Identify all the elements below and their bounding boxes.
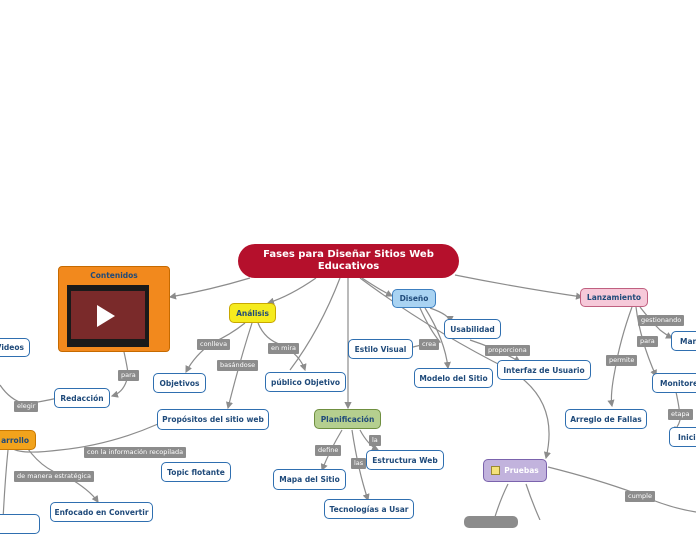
topic-mantenimiento[interactable]: Man — [671, 331, 696, 351]
play-icon — [97, 305, 115, 327]
topic-inicio[interactable]: Inici — [669, 427, 696, 447]
topic-publico-objetivo[interactable]: público Objetivo — [265, 372, 346, 392]
topic-offscreen-bottom-left[interactable] — [0, 514, 40, 534]
topic-interfaz-de-usuario[interactable]: Interfaz de Usuario — [497, 360, 591, 380]
topic-arreglo-de-fallas[interactable]: Arreglo de Fallas — [565, 409, 647, 429]
link-label-offscreen — [464, 516, 518, 528]
link-label-gestionando: gestionando — [638, 315, 684, 326]
topic-monitoreo[interactable]: Monitore — [652, 373, 696, 393]
link-label-cumple: cumple — [625, 491, 655, 502]
link-label-permite: permite — [606, 355, 637, 366]
link-label-estrategica: de manera estratégica — [14, 471, 94, 482]
topic-desarrollo[interactable]: arrollo — [0, 430, 36, 450]
link-label-para: para — [118, 370, 139, 381]
topic-pruebas[interactable]: Pruebas — [483, 459, 547, 482]
topic-enfocado-en-convertir[interactable]: Enfocado en Convertir — [50, 502, 153, 522]
topic-contenidos-title: Contenidos — [59, 271, 169, 280]
link-label-la: la — [369, 435, 381, 446]
topic-objetivos[interactable]: Objetivos — [153, 373, 206, 393]
topic-propositos[interactable]: Propósitos del sitio web — [157, 409, 269, 430]
topic-diseno[interactable]: Diseño — [392, 289, 436, 308]
link-label-informacion: con la información recopilada — [84, 447, 186, 458]
link-label-en-mira: en mira — [268, 343, 299, 354]
video-play-icon[interactable] — [67, 285, 149, 347]
topic-redaccion[interactable]: Redacción — [54, 388, 110, 408]
topic-pruebas-label: Pruebas — [504, 466, 539, 475]
link-label-basandose: basándose — [217, 360, 258, 371]
link-label-para-lanzamiento: para — [637, 336, 658, 347]
link-label-conlleva: conlleva — [197, 339, 230, 350]
link-label-elegir: elegir — [14, 401, 38, 412]
central-topic[interactable]: Fases para Diseñar Sitios Web Educativos — [238, 244, 459, 278]
topic-videos[interactable]: Videos — [0, 338, 30, 357]
topic-lanzamiento[interactable]: Lanzamiento — [580, 288, 648, 307]
topic-mapa-del-sitio[interactable]: Mapa del Sitio — [273, 469, 346, 490]
topic-analisis[interactable]: Análisis — [229, 303, 276, 323]
memo-pencil-icon — [491, 466, 500, 475]
topic-topic-flotante[interactable]: Topic flotante — [161, 462, 231, 482]
central-topic-line1: Fases para Diseñar Sitios Web — [263, 249, 434, 260]
topic-usabilidad[interactable]: Usabilidad — [444, 319, 501, 339]
link-label-define: define — [315, 445, 341, 456]
topic-estilo-visual[interactable]: Estilo Visual — [348, 339, 413, 359]
link-label-proporciona: proporciona — [485, 345, 530, 356]
topic-planificacion[interactable]: Planificación — [314, 409, 381, 429]
link-label-las: las — [351, 458, 366, 469]
topic-contenidos[interactable]: Contenidos — [58, 266, 170, 352]
link-label-etapa: etapa — [668, 409, 693, 420]
topic-estructura-web[interactable]: Estructura Web — [366, 450, 444, 470]
topic-tecnologias-a-usar[interactable]: Tecnologías a Usar — [324, 499, 414, 519]
topic-modelo-del-sitio[interactable]: Modelo del Sitio — [414, 368, 493, 388]
link-label-crea: crea — [419, 339, 439, 350]
central-topic-line2: Educativos — [318, 261, 379, 272]
